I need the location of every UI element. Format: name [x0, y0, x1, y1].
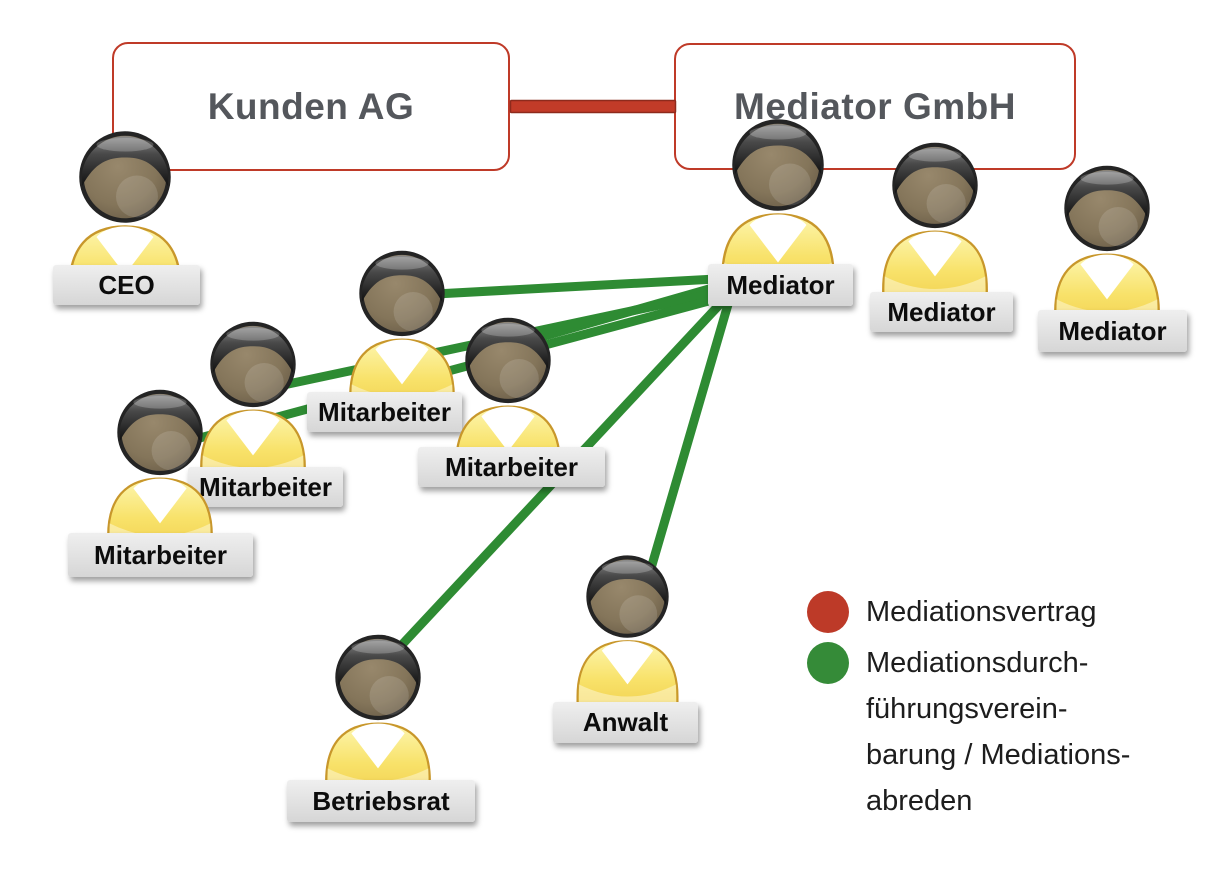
legend: Mediationsvertrag Mediationsdurch- führu…	[806, 589, 1130, 824]
green-dot-icon	[807, 642, 849, 684]
label-anwalt: Anwalt	[553, 702, 698, 743]
label-mitarbeiter-4: Mitarbeiter	[68, 533, 253, 577]
label-mitarbeiter-1: Mitarbeiter	[307, 392, 462, 432]
legend-line-2: führungsverein-	[866, 693, 1068, 725]
label-mediator-1: Mediator	[708, 264, 853, 306]
label-betriebsrat: Betriebsrat	[287, 780, 475, 822]
person-mediator-3	[1037, 158, 1177, 331]
org-box-kunden-ag-title: Kunden AG	[207, 85, 415, 127]
mediationsvertrag-line	[509, 99, 677, 114]
org-box-kunden-ag: Kunden AG	[112, 42, 510, 171]
legend-line-3: barung / Mediations-	[866, 739, 1131, 771]
person-betriebsrat	[308, 627, 448, 801]
legend-row-mediationsabreden: Mediationsdurch- führungsverein- barung …	[806, 640, 1130, 824]
label-mediator-3: Mediator	[1038, 310, 1187, 352]
legend-label-mediationsvertrag: Mediationsvertrag	[866, 596, 1097, 628]
legend-row-mediationsvertrag: Mediationsvertrag	[806, 589, 1130, 635]
abrede-line-mediator-anwalt	[640, 299, 734, 591]
label-mitarbeiter-3: Mitarbeiter	[188, 467, 343, 507]
person-mitarbeiter-4	[90, 382, 230, 555]
red-dot-icon	[807, 591, 849, 633]
abrede-line-mediator-mitarbeiter-1	[397, 274, 717, 301]
legend-line-4: abreden	[866, 785, 973, 817]
legend-label-mediationsabreden: Mediationsdurch- führungsverein- barung …	[866, 640, 1130, 824]
person-anwalt	[560, 548, 695, 722]
person-mediator-1	[703, 111, 853, 285]
person-mediator-2	[865, 135, 1005, 311]
label-ceo: CEO	[53, 265, 200, 305]
legend-line-1: Mediationsdurch-	[866, 647, 1089, 679]
label-mediator-2: Mediator	[870, 292, 1013, 332]
label-mitarbeiter-2: Mitarbeiter	[418, 447, 605, 487]
